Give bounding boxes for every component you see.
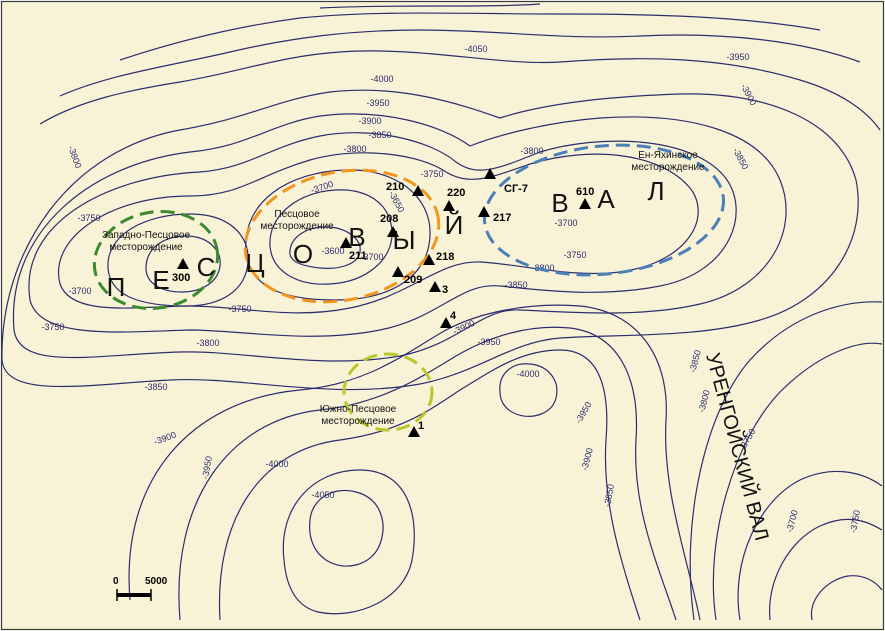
field-name: Песцовое — [274, 209, 320, 220]
field-name: месторождение — [260, 221, 334, 232]
well-label: 218 — [436, 251, 454, 263]
contour-label: -4000 — [370, 74, 393, 84]
contour-label: -3800 — [531, 263, 554, 273]
contour-label: -3750 — [77, 213, 100, 223]
well-label: 3 — [442, 284, 448, 296]
well-triangle-icon — [392, 266, 404, 277]
contour-label: -4050 — [464, 44, 487, 54]
field-name: месторождение — [631, 162, 705, 173]
contour-label: -4000 — [265, 459, 288, 469]
contour-label: -3700 — [360, 252, 383, 262]
contour-lines — [1, 3, 883, 621]
structure-letter: О — [293, 239, 313, 269]
structure-letter: А — [597, 184, 615, 214]
well-label: 211 — [349, 250, 367, 262]
contour-label: -3850 — [602, 483, 616, 507]
contour-label: -4000 — [516, 369, 539, 379]
contour-label: -3950 — [477, 337, 500, 347]
well-triangle-icon — [484, 168, 496, 179]
oilfield-outlines: Западно-ПесцовоеместорождениеПесцовоемес… — [92, 143, 726, 432]
well-triangle-icon — [340, 237, 352, 248]
well-triangle-icon — [387, 226, 399, 237]
contour-label: -3850 — [144, 382, 167, 392]
well-markers: 210 208 211 220 СГ-7 217 218 209 3 4 300 610 1 — [172, 168, 594, 437]
structure-letter: Ц — [245, 248, 264, 278]
scale-bar-line — [117, 593, 151, 597]
contour-label: -3800 — [343, 144, 366, 154]
well-triangle-icon — [429, 281, 441, 292]
contour-label: -3750 — [228, 304, 251, 314]
well-triangle-icon — [177, 258, 189, 269]
well-triangle-icon — [478, 206, 490, 217]
contour-label: -3750 — [41, 322, 64, 332]
field-name: Западно-Песцовое — [102, 230, 191, 241]
well-triangle-icon — [423, 254, 435, 265]
scale-bar: 0 5000 — [113, 576, 168, 601]
scale-end-label: 5000 — [145, 576, 168, 587]
structure-letter: Л — [647, 176, 664, 206]
well-triangle-icon — [408, 426, 420, 437]
contour-label: -3750 — [420, 169, 443, 179]
contour-label: -3600 — [321, 246, 344, 256]
well-label: 300 — [172, 272, 190, 284]
contour-label: -3950 — [366, 98, 389, 108]
contour-label: -3700 — [68, 286, 91, 296]
well-triangle-icon — [412, 185, 424, 196]
well-label: 210 — [386, 181, 404, 193]
contour-label: -4050 — [311, 490, 334, 500]
structure-letter: С — [197, 252, 216, 282]
well-label: 4 — [450, 310, 457, 322]
field-name: месторождение — [109, 242, 183, 253]
structure-letter: В — [551, 188, 568, 218]
well-label: СГ-7 — [504, 183, 528, 195]
contour-label: -3700 — [554, 218, 577, 228]
well-triangle-icon — [443, 200, 455, 211]
well-label: 209 — [404, 274, 422, 286]
structure-letter: П — [107, 272, 126, 302]
field-name: месторождение — [321, 416, 395, 427]
well-label: 1 — [418, 420, 424, 432]
structure-letter: Е — [152, 265, 169, 295]
well-triangle-icon — [440, 317, 452, 328]
structure-letter: В — [348, 222, 365, 252]
field-name: Южно-Песцовое — [320, 404, 397, 415]
field-outline — [482, 143, 726, 277]
well-label: 208 — [380, 213, 398, 225]
contour-label: -3800 — [520, 146, 543, 156]
contour-label: -3950 — [200, 455, 214, 479]
well-label: 217 — [493, 212, 511, 224]
structure-letter: Ы — [392, 225, 415, 255]
field-outline — [243, 168, 441, 304]
well-triangle-icon — [579, 198, 591, 209]
field-outline — [342, 352, 434, 432]
structure-letter: Й — [445, 210, 464, 240]
contour-label: -3850 — [368, 130, 391, 140]
contour-label: -3850 — [504, 280, 527, 290]
field-name: Ен-Яхинское — [638, 150, 698, 161]
contour-label: -3900 — [358, 116, 381, 126]
well-label: 610 — [576, 186, 594, 198]
contour-label: -3800 — [196, 338, 219, 348]
scale-start-label: 0 — [113, 576, 119, 587]
field-outline — [92, 210, 220, 310]
well-label: 220 — [447, 187, 465, 199]
contour-label: -3750 — [848, 509, 862, 533]
contour-label: -3950 — [726, 52, 749, 62]
contour-label: -3750 — [563, 250, 586, 260]
